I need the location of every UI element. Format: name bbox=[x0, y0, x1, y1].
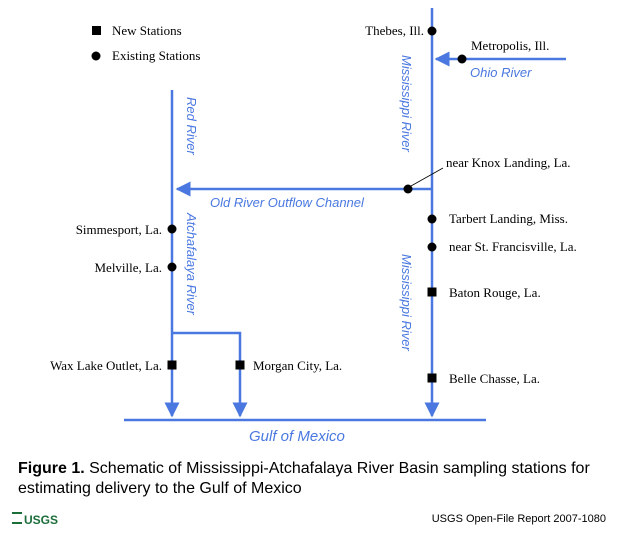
simmesport-station bbox=[167, 224, 177, 234]
figure-caption: Figure 1. Schematic of Mississippi-Atcha… bbox=[18, 459, 608, 499]
mississippi-river-lower-label: Mississippi River bbox=[399, 254, 414, 351]
thebes-station bbox=[427, 26, 437, 36]
tarbert-landing-label: Tarbert Landing, Miss. bbox=[449, 211, 568, 226]
red-river-label: Red River bbox=[184, 97, 199, 155]
belle-chasse-station bbox=[427, 373, 437, 383]
river-basin-schematic: New Stations Existing Stations Red River… bbox=[50, 8, 577, 445]
morgan-city-station bbox=[235, 360, 245, 370]
morgan-city-branch-line bbox=[172, 331, 248, 418]
knox-landing-leader-line bbox=[410, 167, 444, 187]
atchafalaya-river-label: Atchafalaya River bbox=[184, 212, 199, 316]
wax-lake-label: Wax Lake Outlet, La. bbox=[50, 358, 162, 373]
baton-rouge-label: Baton Rouge, La. bbox=[449, 285, 541, 300]
legend-existing-station-marker bbox=[91, 51, 101, 61]
knox-landing-station bbox=[403, 184, 413, 194]
usgs-logo-text: USGS bbox=[24, 513, 59, 527]
figure-caption-label: Figure 1. bbox=[18, 460, 85, 477]
morgan-city-label: Morgan City, La. bbox=[253, 358, 342, 373]
legend-new-stations-label: New Stations bbox=[112, 23, 182, 38]
metropolis-label: Metropolis, Ill. bbox=[471, 38, 549, 53]
old-river-outflow-label: Old River Outflow Channel bbox=[210, 195, 365, 210]
gulf-of-mexico-label: Gulf of Mexico bbox=[249, 428, 345, 445]
knox-landing-label: near Knox Landing, La. bbox=[446, 155, 571, 170]
wax-lake-station bbox=[167, 360, 177, 370]
belle-chasse-label: Belle Chasse, La. bbox=[449, 371, 540, 386]
st-francisville-station bbox=[427, 242, 437, 252]
ohio-river-label: Ohio River bbox=[470, 65, 532, 80]
melville-label: Melville, La. bbox=[94, 260, 162, 275]
usgs-wave-icon bbox=[12, 512, 22, 524]
simmesport-label: Simmesport, La. bbox=[76, 222, 162, 237]
figure-caption-text: Schematic of Mississippi-Atchafalaya Riv… bbox=[18, 460, 590, 497]
usgs-logo: USGS bbox=[12, 512, 58, 527]
melville-station bbox=[167, 262, 177, 272]
report-number: USGS Open-File Report 2007-1080 bbox=[431, 513, 606, 525]
legend-new-station-marker bbox=[92, 26, 101, 35]
mississippi-river-upper-label: Mississippi River bbox=[399, 55, 414, 152]
thebes-label: Thebes, Ill. bbox=[365, 23, 424, 38]
metropolis-station bbox=[457, 54, 467, 64]
st-francisville-label: near St. Francisville, La. bbox=[449, 239, 577, 254]
tarbert-landing-station bbox=[427, 214, 437, 224]
legend-existing-stations-label: Existing Stations bbox=[112, 48, 200, 63]
baton-rouge-station bbox=[427, 287, 437, 297]
